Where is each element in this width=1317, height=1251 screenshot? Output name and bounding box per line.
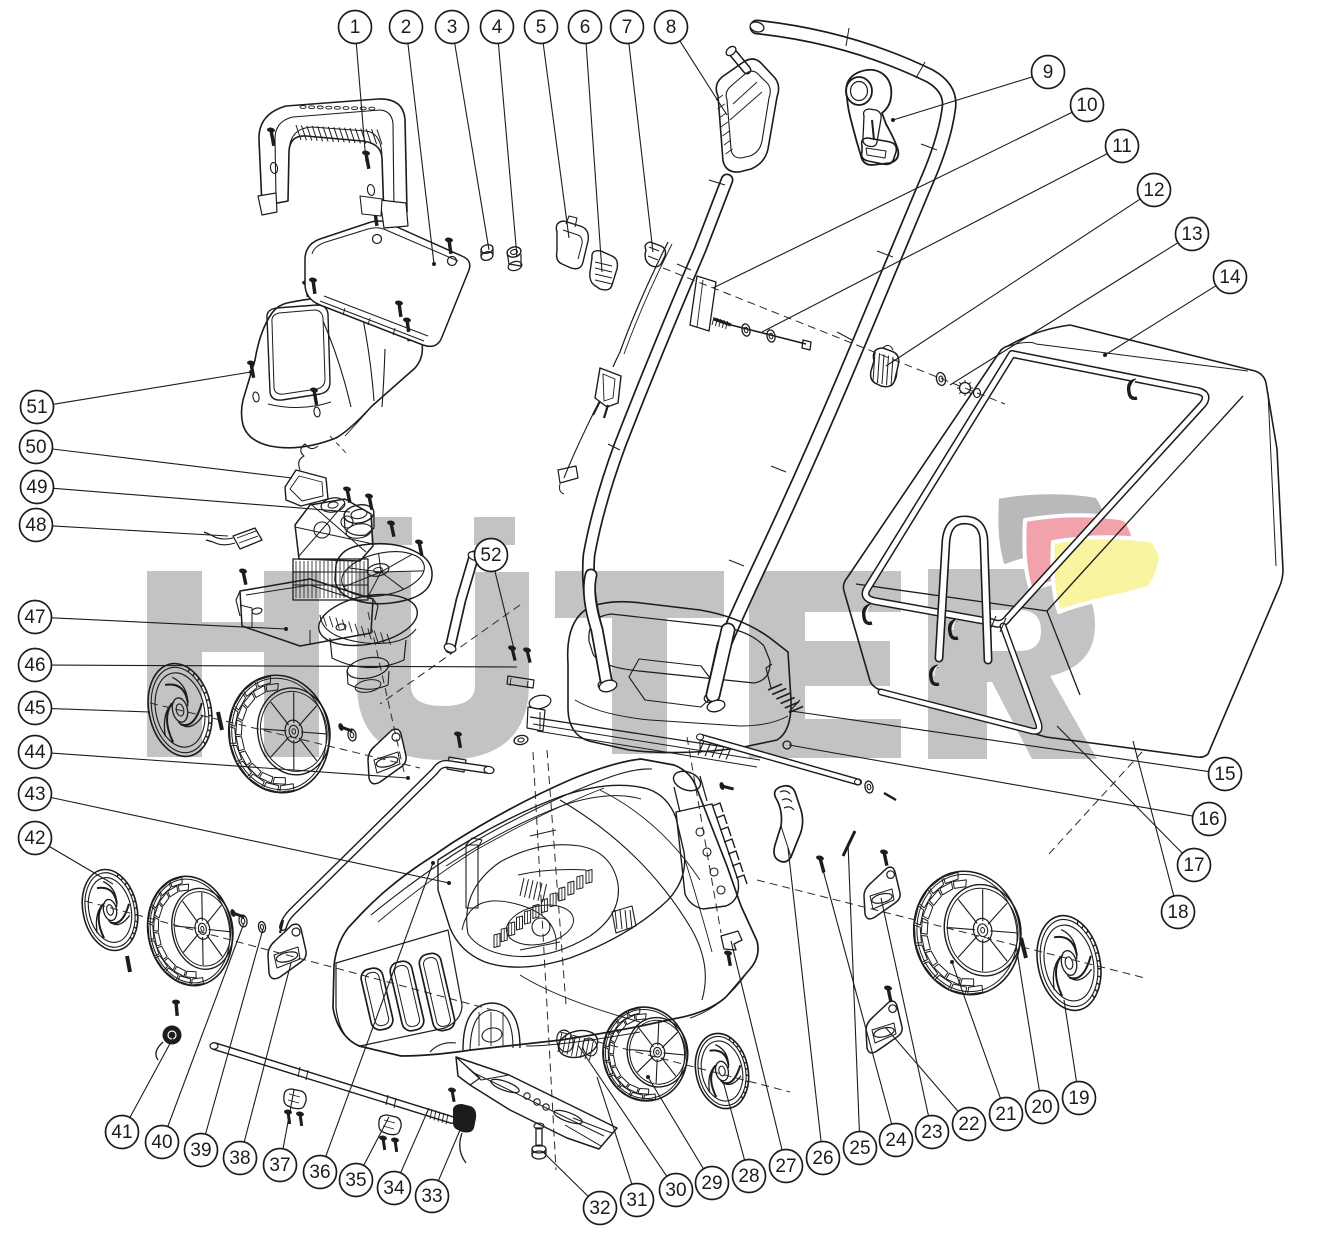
svg-text:3: 3 <box>447 17 458 38</box>
svg-text:24: 24 <box>885 1130 907 1151</box>
svg-text:15: 15 <box>1214 764 1235 785</box>
svg-text:34: 34 <box>383 1178 405 1199</box>
svg-text:33: 33 <box>421 1186 442 1207</box>
svg-text:37: 37 <box>269 1155 290 1176</box>
svg-text:4: 4 <box>492 17 503 38</box>
svg-text:13: 13 <box>1181 224 1202 245</box>
svg-text:9: 9 <box>1043 62 1054 83</box>
svg-text:28: 28 <box>738 1166 759 1187</box>
svg-text:39: 39 <box>190 1140 211 1161</box>
svg-text:43: 43 <box>24 784 45 805</box>
svg-text:14: 14 <box>1219 267 1241 288</box>
svg-text:10: 10 <box>1076 95 1097 116</box>
svg-text:22: 22 <box>958 1114 979 1135</box>
svg-text:41: 41 <box>111 1122 132 1143</box>
svg-text:51: 51 <box>26 397 47 418</box>
svg-text:44: 44 <box>24 742 46 763</box>
svg-text:36: 36 <box>309 1162 330 1183</box>
svg-text:23: 23 <box>921 1122 942 1143</box>
svg-text:17: 17 <box>1183 855 1204 876</box>
svg-text:46: 46 <box>24 655 45 676</box>
svg-text:48: 48 <box>25 515 46 536</box>
svg-text:26: 26 <box>812 1148 833 1169</box>
svg-text:35: 35 <box>345 1170 366 1191</box>
svg-text:12: 12 <box>1143 180 1164 201</box>
svg-text:8: 8 <box>666 17 677 38</box>
svg-text:42: 42 <box>24 828 45 849</box>
svg-text:52: 52 <box>480 545 501 566</box>
svg-text:47: 47 <box>24 607 45 628</box>
svg-text:7: 7 <box>622 17 633 38</box>
svg-text:18: 18 <box>1167 902 1188 923</box>
svg-text:25: 25 <box>849 1138 870 1159</box>
svg-text:1: 1 <box>350 17 361 38</box>
svg-text:49: 49 <box>26 477 47 498</box>
svg-text:2: 2 <box>401 17 412 38</box>
svg-text:11: 11 <box>1112 136 1132 157</box>
svg-text:50: 50 <box>25 437 46 458</box>
svg-text:27: 27 <box>775 1156 796 1177</box>
svg-text:19: 19 <box>1068 1088 1089 1109</box>
svg-text:20: 20 <box>1031 1097 1052 1118</box>
svg-text:5: 5 <box>536 17 547 38</box>
svg-text:32: 32 <box>589 1198 610 1219</box>
svg-text:40: 40 <box>151 1132 172 1153</box>
svg-text:45: 45 <box>24 698 45 719</box>
svg-text:16: 16 <box>1198 809 1219 830</box>
svg-text:38: 38 <box>229 1148 250 1169</box>
svg-text:30: 30 <box>665 1180 686 1201</box>
svg-text:21: 21 <box>995 1104 1016 1125</box>
svg-text:6: 6 <box>580 17 591 38</box>
svg-text:31: 31 <box>626 1190 647 1211</box>
svg-text:29: 29 <box>701 1173 722 1194</box>
